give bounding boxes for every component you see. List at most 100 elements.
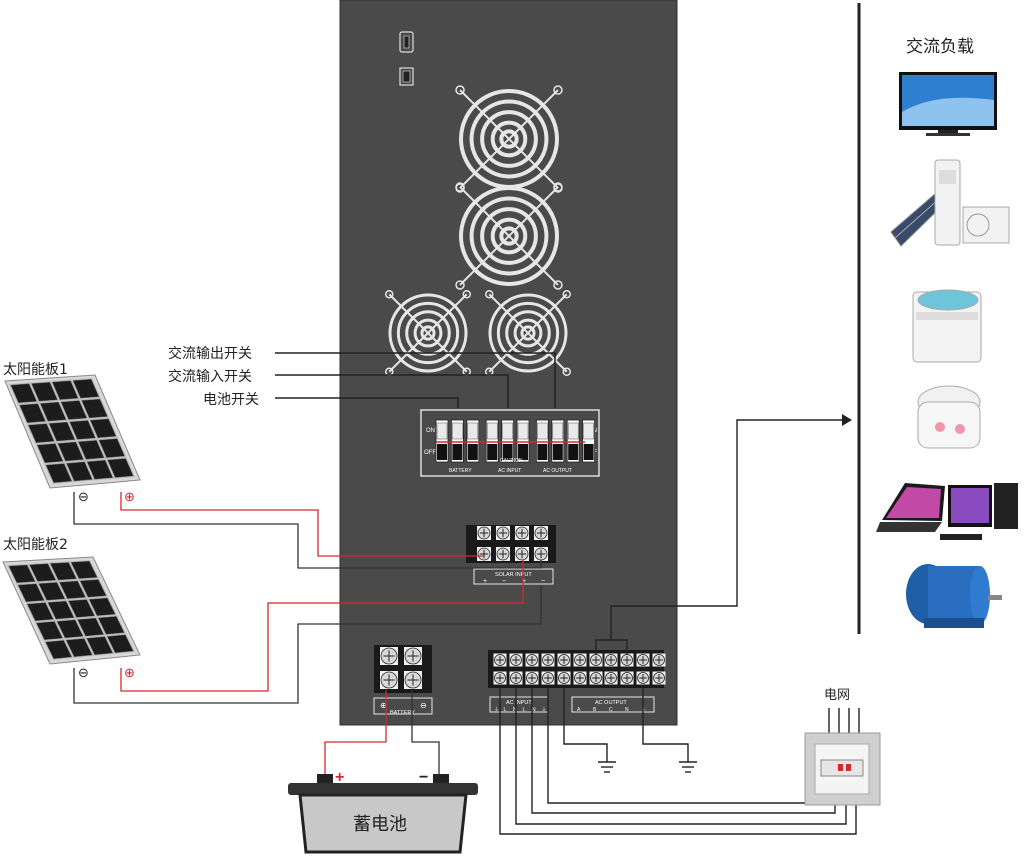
computer-icon bbox=[876, 483, 1018, 540]
ac-terminal-screw-icon bbox=[493, 671, 507, 685]
switch-on-label-left: ON bbox=[426, 428, 435, 434]
ac-terminal-screw-icon bbox=[636, 653, 650, 667]
solar-cell bbox=[78, 440, 105, 460]
solar-cell bbox=[19, 403, 46, 423]
ac-terminal-screw-icon bbox=[541, 671, 555, 685]
solar-cell bbox=[70, 560, 98, 579]
solar-cell bbox=[88, 597, 116, 616]
battery-unit bbox=[288, 774, 478, 854]
battery-terminal-label: BATTERY bbox=[390, 710, 415, 716]
ac-terminal-screw-icon bbox=[493, 653, 507, 667]
ac-output-switch-label: 交流输出开关 bbox=[168, 345, 252, 362]
solar-cell bbox=[29, 563, 57, 582]
solar-cell bbox=[38, 582, 66, 601]
battery-plus-mark: ⊕ bbox=[380, 701, 387, 710]
solar-cell bbox=[69, 420, 96, 440]
ac-input-mark: ⏚ bbox=[494, 706, 499, 713]
top-port-icon bbox=[399, 67, 414, 86]
breaker-switch[interactable] bbox=[450, 419, 464, 463]
ac-terminal-screw-icon bbox=[620, 653, 634, 667]
battery-switch-label: 电池开关 bbox=[203, 392, 259, 408]
breaker-switch[interactable] bbox=[516, 419, 530, 463]
breaker-switch[interactable] bbox=[566, 419, 580, 463]
fan-grill-icon bbox=[384, 289, 472, 377]
battery-terminal: BATTERY ⊕ ⊖ bbox=[373, 645, 433, 716]
solar-cell bbox=[59, 580, 86, 599]
breaker-switch-panel: ON OFF ON OFF BATTERY CAUTION AC INPUT A… bbox=[420, 409, 600, 477]
solar-terminal-screw-icon bbox=[534, 526, 548, 540]
solar-cell bbox=[49, 562, 77, 581]
ac-terminal-screw-icon bbox=[589, 671, 603, 685]
breaker-switch[interactable] bbox=[551, 419, 565, 463]
solar-cell bbox=[31, 382, 58, 402]
breaker-switch[interactable] bbox=[501, 419, 515, 463]
solar-terminal-screw-icon bbox=[534, 547, 548, 561]
ac-terminal-screw-icon bbox=[652, 653, 666, 667]
solar-input-label: SOLAR INPUT bbox=[495, 572, 532, 578]
switch-ac-output-label: AC OUTPUT bbox=[543, 468, 572, 474]
breaker-switch[interactable] bbox=[485, 419, 499, 463]
solar-cell bbox=[17, 583, 45, 602]
fan-grill-icon bbox=[484, 289, 572, 377]
solar-panel-1-minus: ⊖ bbox=[78, 489, 89, 504]
solar-wires bbox=[73, 492, 542, 704]
solar-panel-1-label: 太阳能板1 bbox=[3, 362, 68, 378]
ac-load-title: 交流负载 bbox=[906, 37, 974, 57]
grid-label: 电网 bbox=[824, 688, 850, 703]
ac-terminal-screw-icon bbox=[525, 653, 539, 667]
battery-label: 蓄电池 bbox=[353, 814, 407, 835]
solar-input-terminal: SOLAR INPUT + − + − bbox=[466, 525, 556, 585]
solar-cell bbox=[107, 458, 134, 478]
top-socket-icon bbox=[399, 31, 414, 53]
solar-cell bbox=[66, 461, 93, 482]
battery-minus-mark: ⊖ bbox=[420, 701, 427, 710]
ac-terminal-screw-icon bbox=[573, 653, 587, 667]
switch-battery-label: BATTERY bbox=[449, 468, 472, 474]
ac-terminal-screw-icon bbox=[557, 671, 571, 685]
solar-cell bbox=[47, 600, 75, 620]
ac-output-mark: A bbox=[577, 707, 581, 713]
solar-cell bbox=[77, 617, 104, 637]
ac-terminal-screw-icon bbox=[589, 653, 603, 667]
solar-cell bbox=[28, 423, 55, 443]
solar-cell bbox=[26, 602, 54, 621]
solar-terminal-screw-icon bbox=[515, 547, 529, 561]
fan-grill-icon bbox=[455, 182, 563, 290]
breaker-switch[interactable] bbox=[466, 419, 480, 463]
breaker-switch[interactable] bbox=[435, 419, 449, 463]
breaker-switch[interactable] bbox=[582, 419, 595, 463]
solar-cell bbox=[106, 634, 134, 653]
solar-cell bbox=[39, 401, 67, 422]
battery-terminal-screw-icon bbox=[380, 647, 398, 665]
solar-cell bbox=[36, 621, 63, 640]
solar-cell bbox=[81, 398, 108, 419]
solar-cell bbox=[45, 463, 73, 483]
solar-cell bbox=[56, 619, 84, 639]
switch-pointer-lines bbox=[275, 352, 556, 408]
solar-cell bbox=[98, 438, 125, 458]
ac-terminal-screw-icon bbox=[652, 671, 666, 685]
solar-panel-2 bbox=[2, 556, 141, 665]
breaker-switch[interactable] bbox=[536, 419, 549, 463]
solar-terminal-screw-icon bbox=[515, 526, 529, 540]
solar-panel-1-plus: ⊕ bbox=[124, 489, 135, 504]
battery-wires bbox=[324, 690, 440, 774]
rice-cooker-icon bbox=[917, 385, 981, 449]
load-arrow-icon bbox=[842, 414, 852, 426]
ac-output-mark: B bbox=[593, 707, 597, 713]
ac-input-mark: ⏚ bbox=[542, 706, 547, 713]
solar-terminal-screw-icon bbox=[496, 547, 510, 561]
washing-machine-icon bbox=[912, 289, 982, 363]
ac-terminal-screw-icon bbox=[636, 671, 650, 685]
solar-mark-4: − bbox=[541, 578, 545, 585]
ac-terminal-screw-icon bbox=[509, 653, 523, 667]
solar-cell bbox=[10, 383, 38, 403]
motor-icon bbox=[906, 564, 1002, 628]
fan-grill-icon bbox=[455, 85, 563, 193]
solar-panel-2-label: 太阳能板2 bbox=[3, 537, 68, 553]
solar-terminal-screw-icon bbox=[477, 526, 491, 540]
ac-input-switch-label: 交流输入开关 bbox=[168, 368, 252, 385]
solar-terminal-screw-icon bbox=[477, 547, 491, 561]
